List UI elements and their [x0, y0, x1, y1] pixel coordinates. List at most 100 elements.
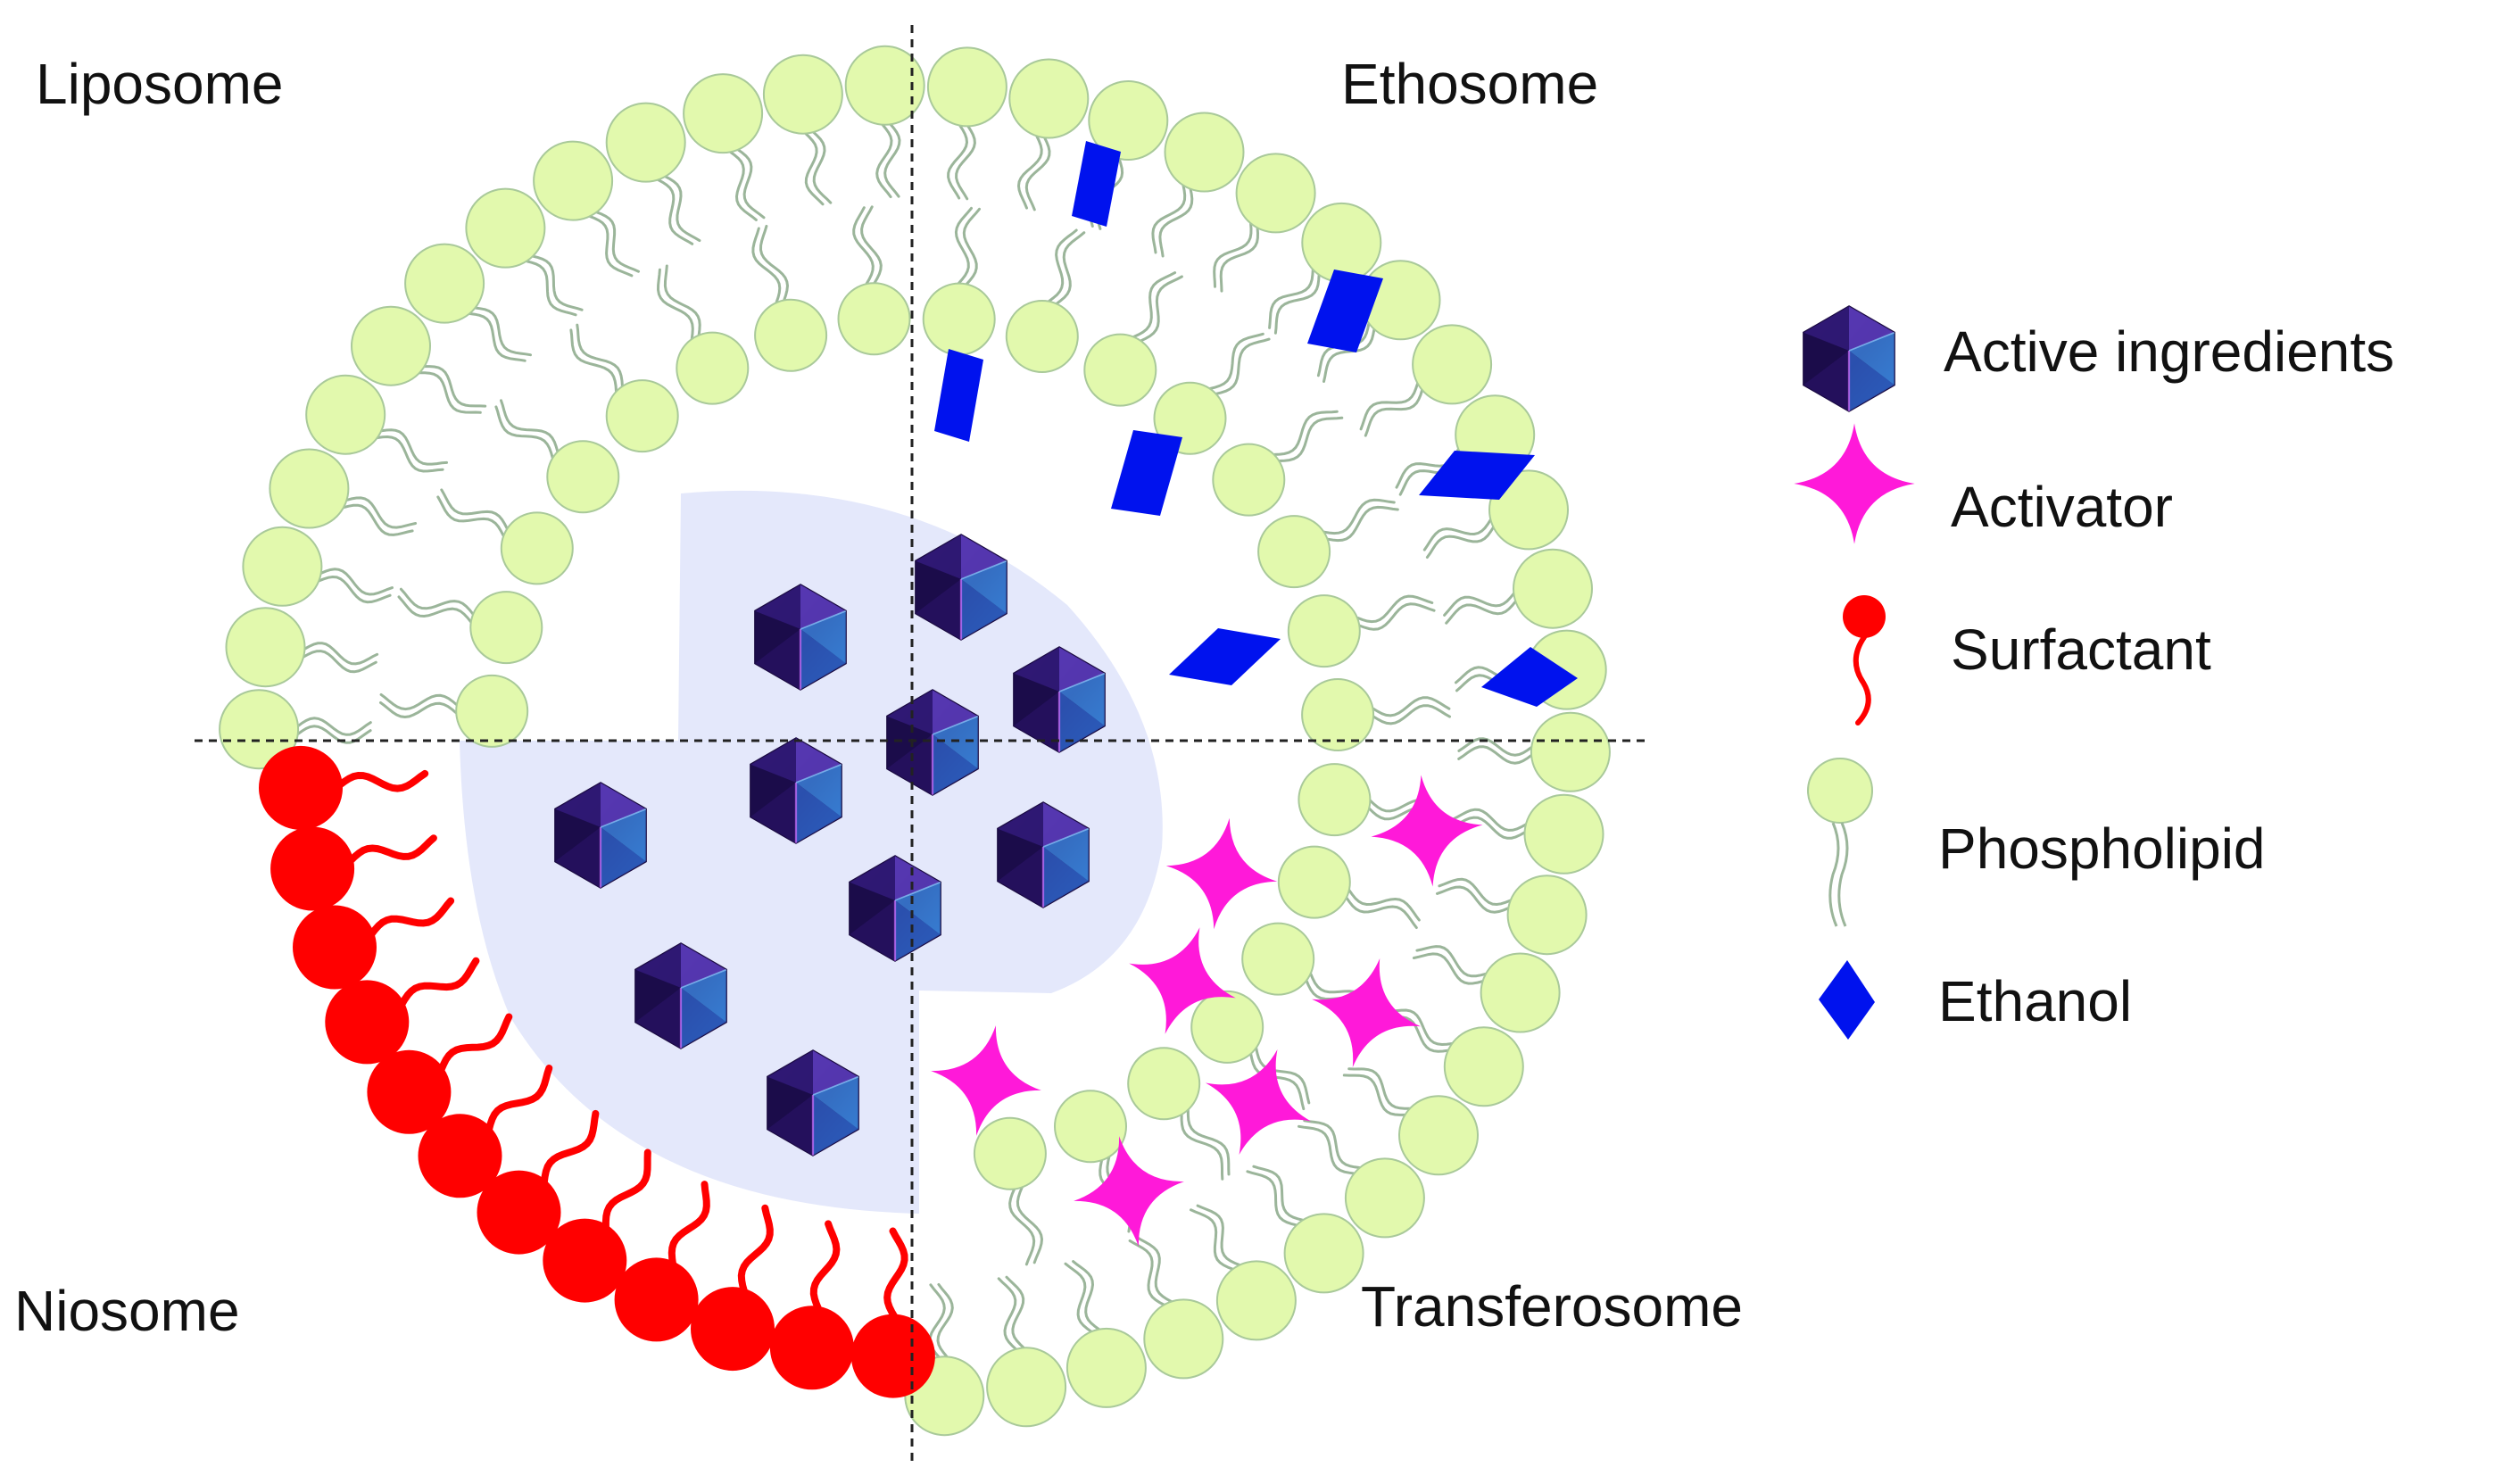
phospholipid-head — [219, 689, 300, 770]
surfactant-head — [325, 980, 410, 1065]
lipid-tail — [1303, 1119, 1361, 1169]
ethanol-molecule — [1111, 430, 1182, 516]
lipid-tail — [656, 268, 694, 341]
lipid-tail — [437, 1013, 513, 1074]
lipid-tail — [1436, 885, 1510, 914]
lipid-tail — [1213, 222, 1253, 288]
lipid-tail — [1132, 271, 1177, 338]
lipid-tail — [954, 206, 973, 285]
lipid-tail — [1186, 1108, 1231, 1176]
lipid-tail — [962, 207, 981, 286]
phospholipid-head — [1277, 845, 1351, 919]
lipid-tail — [397, 595, 472, 624]
lipid-tail — [1268, 268, 1314, 329]
phospholipid-head — [225, 607, 306, 688]
phospholipid-head — [1215, 1260, 1297, 1341]
legend-active-ingredients-label: Active ingredients — [1944, 319, 2395, 384]
lipid-tail — [883, 123, 901, 198]
lipid-tail — [1364, 388, 1424, 437]
lipid-tail — [1055, 231, 1086, 305]
phospholipid-head — [1301, 202, 1382, 283]
phospholipid-head — [926, 46, 1007, 128]
lipid-tail — [302, 650, 377, 674]
surfactant-head — [769, 1306, 854, 1390]
lipid-tail — [1326, 505, 1399, 543]
phospholipid-head — [922, 282, 996, 356]
lipid-tail — [1024, 137, 1051, 211]
surfactant-head — [614, 1257, 699, 1342]
lipid-tail — [1457, 745, 1533, 765]
lipid-tail — [296, 717, 372, 736]
quadrant-dividers — [195, 25, 1646, 1465]
transferosome-label: Transferosome — [1361, 1274, 1743, 1339]
phospholipid-head — [533, 140, 614, 221]
legend-activator-label: Activator — [1951, 475, 2173, 539]
lipid-tail — [1008, 1188, 1036, 1266]
phospholipid-head — [1054, 1090, 1127, 1164]
lipid-tail — [1249, 1052, 1306, 1111]
lipid-tail — [1215, 337, 1271, 395]
phospholipid-head — [1008, 58, 1090, 139]
phospholipid-head — [1212, 443, 1286, 517]
phospholipid-head — [269, 448, 350, 529]
lipid-tail — [1345, 896, 1418, 929]
membrane-layer — [219, 45, 1611, 1437]
phospholipid-head — [1480, 952, 1561, 1033]
lipid-tail — [1190, 1208, 1234, 1271]
phospholipid-head — [1005, 300, 1079, 373]
phospholipid-head — [986, 1347, 1067, 1428]
liposome-label: Liposome — [36, 52, 284, 116]
phospholipid-head — [1301, 678, 1375, 751]
lipid-tail — [468, 312, 527, 362]
lipid-tail — [1412, 952, 1484, 985]
lipid-tail — [569, 328, 618, 393]
lipid-tail — [1298, 1124, 1356, 1175]
phospholipid-head — [1143, 1298, 1224, 1380]
phospholipid-head — [1287, 594, 1361, 668]
lipid-tail — [418, 371, 482, 414]
lipid-tail — [1135, 1236, 1173, 1303]
lipid-tail — [955, 125, 976, 201]
lipid-tail — [860, 205, 883, 285]
phospholipid-head — [754, 298, 828, 372]
lipid-tail — [595, 211, 640, 273]
surfactant-head — [367, 1049, 452, 1134]
lipid-tail — [1443, 593, 1515, 617]
lipid-tail — [1219, 227, 1260, 293]
lipid-tail — [1196, 1204, 1241, 1266]
lipid-tail — [883, 1227, 908, 1321]
legend-surfactant-label: Surfactant — [1951, 618, 2211, 682]
lipid-tail — [1347, 889, 1421, 922]
lipid-tail — [398, 957, 480, 1008]
lipid-tail — [1322, 327, 1376, 383]
phospholipid-head — [305, 374, 386, 455]
lipid-tail — [664, 175, 701, 243]
lipid-tail — [1359, 382, 1419, 431]
lipid-tail — [525, 260, 577, 317]
lipid-tail — [588, 215, 634, 278]
surfactant-head — [418, 1114, 502, 1198]
phospholipid-head — [1127, 1047, 1201, 1121]
phospholipid-head — [1065, 1327, 1147, 1408]
lipid-tail — [1140, 275, 1183, 343]
lipid-tail — [1342, 1074, 1406, 1116]
activator-molecule — [1364, 768, 1489, 893]
lipid-tail — [936, 1282, 954, 1358]
lipid-tail — [319, 568, 394, 596]
lipid-tail — [657, 178, 694, 245]
lipid-tail — [1347, 1067, 1412, 1110]
lipid-tail — [1016, 1186, 1044, 1264]
lipid-tail — [1064, 1262, 1093, 1333]
phospholipid-head — [1235, 153, 1316, 234]
phospholipid-head — [605, 102, 686, 183]
lipid-tail — [336, 769, 429, 792]
surfactant-head — [270, 826, 355, 911]
phospholipid-head — [1283, 1213, 1364, 1294]
niosome-label: Niosome — [14, 1279, 240, 1343]
lipid-tail — [1457, 737, 1533, 757]
lipid-tail — [1048, 228, 1078, 303]
ethanol-molecule — [1419, 451, 1535, 500]
lipid-tail — [440, 488, 509, 530]
ethosome-label: Ethosome — [1341, 52, 1599, 116]
lipid-tail — [423, 365, 487, 408]
